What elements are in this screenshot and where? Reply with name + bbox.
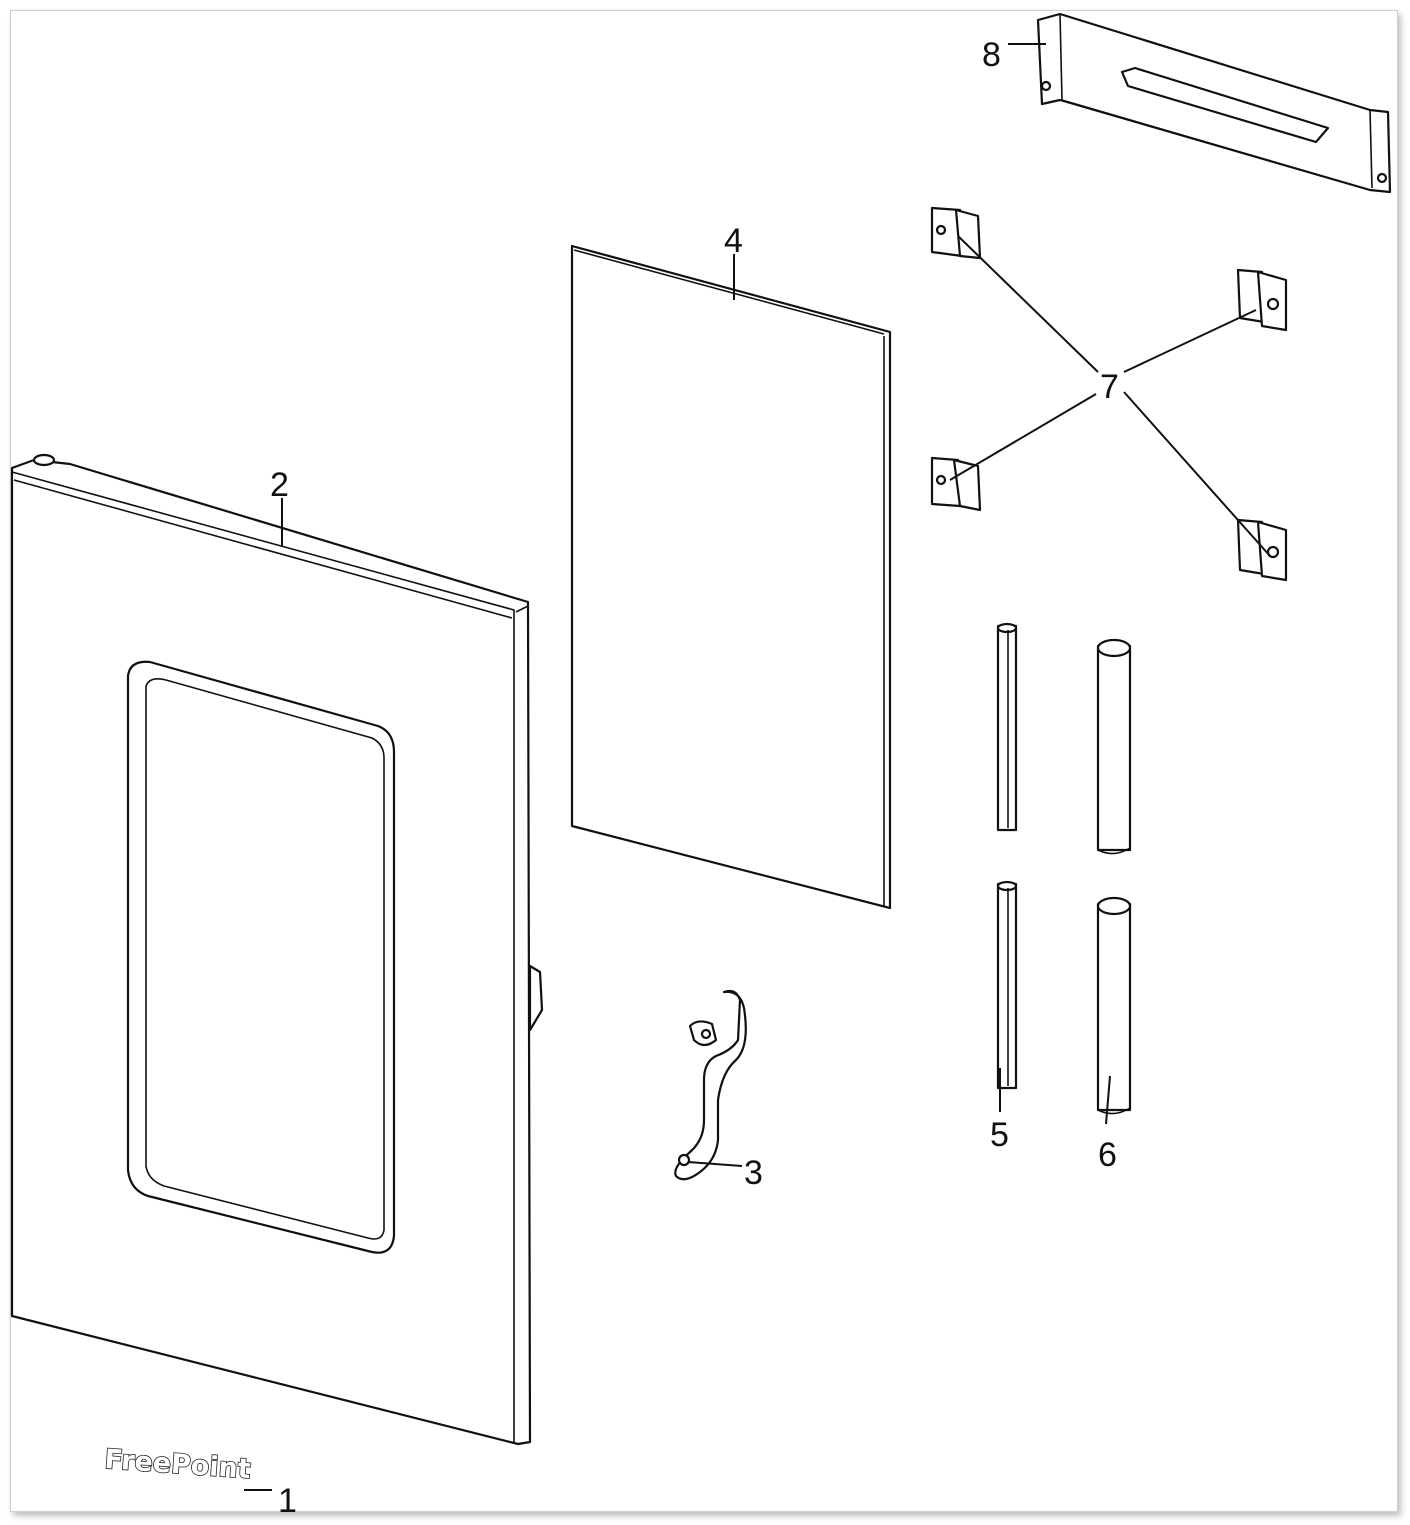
callout-4: 4 (724, 222, 743, 260)
callout-1: 1 (278, 1482, 297, 1520)
part-3-latch-hook (674, 989, 747, 1181)
part-2-door-frame (10, 453, 544, 1446)
part-5-thin-rods (996, 622, 1018, 1112)
rod-upper (996, 622, 1018, 832)
tube-upper (1096, 638, 1132, 855)
callout-5: 5 (990, 1116, 1009, 1154)
part-1-logo-badge: FreePoint (103, 1443, 272, 1491)
rod-lower (996, 880, 1018, 1090)
part-4-glass-panel (570, 244, 892, 910)
clip-bottom-right (1236, 518, 1288, 582)
callout-8: 8 (982, 36, 1001, 74)
freepoint-logo: FreePoint (104, 1444, 252, 1485)
callout-3: 3 (744, 1154, 763, 1192)
clip-top-right (1236, 268, 1288, 332)
clip-bottom-left (930, 456, 982, 512)
tube-lower (1096, 896, 1132, 1115)
part-7-corner-clips (930, 206, 1288, 582)
callout-2: 2 (270, 466, 289, 504)
callout-7: 7 (1100, 368, 1119, 406)
part-6-thick-tubes (1096, 638, 1132, 1125)
part-8-vent-bracket (1008, 12, 1392, 194)
callout-6: 6 (1098, 1136, 1117, 1174)
